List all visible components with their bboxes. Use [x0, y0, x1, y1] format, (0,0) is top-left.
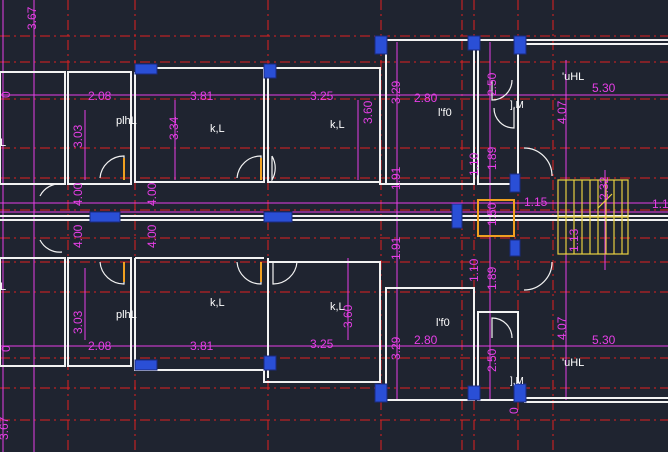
- dim-3-29-top: 3.29: [389, 80, 403, 104]
- staircase: [557, 179, 629, 255]
- dim-2-08-top: 2.08: [88, 89, 112, 103]
- room-left-bot: L: [0, 281, 6, 293]
- dim-top-left: 3.67: [25, 6, 39, 30]
- room-m-bot: ],M: [510, 376, 524, 387]
- dim-0-bot: 0: [507, 407, 521, 414]
- dim-2-80-bot: 2.80: [414, 333, 438, 347]
- dim-3-25-top: 3.25: [310, 89, 334, 103]
- dim-4-00-d: 4.00: [145, 224, 159, 248]
- door-markers: [123, 158, 515, 282]
- dim-1-89-a: 1.89: [485, 146, 499, 170]
- dim-3-60-bot: 3.60: [341, 304, 355, 328]
- dim-2-32: 2.32: [597, 176, 611, 200]
- room-uhl-bot: 'uHL: [562, 357, 584, 369]
- dim-1-10-b: 1.10: [467, 258, 481, 282]
- dim-5-30-bot: 5.30: [592, 333, 616, 347]
- room-klt-bot-2: k,L: [330, 301, 345, 313]
- dim-4-07-top: 4.07: [555, 100, 569, 124]
- dim-2-08-bot: 2.08: [88, 339, 112, 353]
- columns: [89, 35, 527, 403]
- dim-3-03-bot: 3.03: [71, 310, 85, 334]
- dim-0-top: 0: [0, 91, 13, 98]
- room-klt-bot-1: k,L: [210, 297, 225, 309]
- dim-1-15: 1.15: [524, 195, 548, 209]
- dim-3-81-bot: 3.81: [190, 339, 214, 353]
- dim-4-00-a: 4.00: [71, 182, 85, 206]
- dim-4-00-b: 4.00: [145, 182, 159, 206]
- dim-1-10-a: 1.10: [467, 152, 481, 176]
- dim-3-60-top: 3.60: [361, 100, 375, 124]
- dim-3-25-bot: 3.25: [310, 337, 334, 351]
- dim-0-left: 0: [0, 345, 13, 352]
- room-left-top: L: [0, 137, 6, 149]
- dim-2-50-top: 2.50: [485, 72, 499, 96]
- room-plhl-bot: plhL: [116, 309, 137, 321]
- room-kitchen-top: l'f0: [438, 107, 452, 119]
- dim-2-80-top: 2.80: [414, 91, 438, 105]
- room-m-top: ],M: [510, 100, 524, 111]
- dim-4-00-c: 4.00: [71, 224, 85, 248]
- dim-1-13: 1.13: [567, 228, 581, 252]
- room-klt-top-1: k,L: [210, 123, 225, 135]
- room-uhl-top: 'uHL: [562, 71, 584, 83]
- dim-1-91-b: 1.91: [389, 236, 403, 260]
- dim-1-89-b: 1.89: [485, 266, 499, 290]
- room-klt-top-2: k,L: [330, 119, 345, 131]
- dim-3-34-top: 3.34: [167, 116, 181, 140]
- doors: [39, 79, 553, 339]
- dim-1-50: 1.50: [485, 202, 499, 226]
- dim-3-29-bot: 3.29: [389, 336, 403, 360]
- dim-3-03-top: 3.03: [71, 124, 85, 148]
- dim-1-91-a: 1.91: [389, 166, 403, 190]
- dim-1-10-right: 1.10: [652, 197, 668, 211]
- dim-4-07-bot: 4.07: [555, 316, 569, 340]
- room-kitchen-bot: l'f0: [436, 317, 450, 329]
- dim-5-30-top: 5.30: [592, 81, 616, 95]
- dim-bottom-left: 3.67: [0, 416, 11, 440]
- dim-2-50-bot: 2.50: [485, 348, 499, 372]
- room-plhl-top: plhL: [116, 115, 137, 127]
- dim-3-81-top: 3.81: [190, 89, 214, 103]
